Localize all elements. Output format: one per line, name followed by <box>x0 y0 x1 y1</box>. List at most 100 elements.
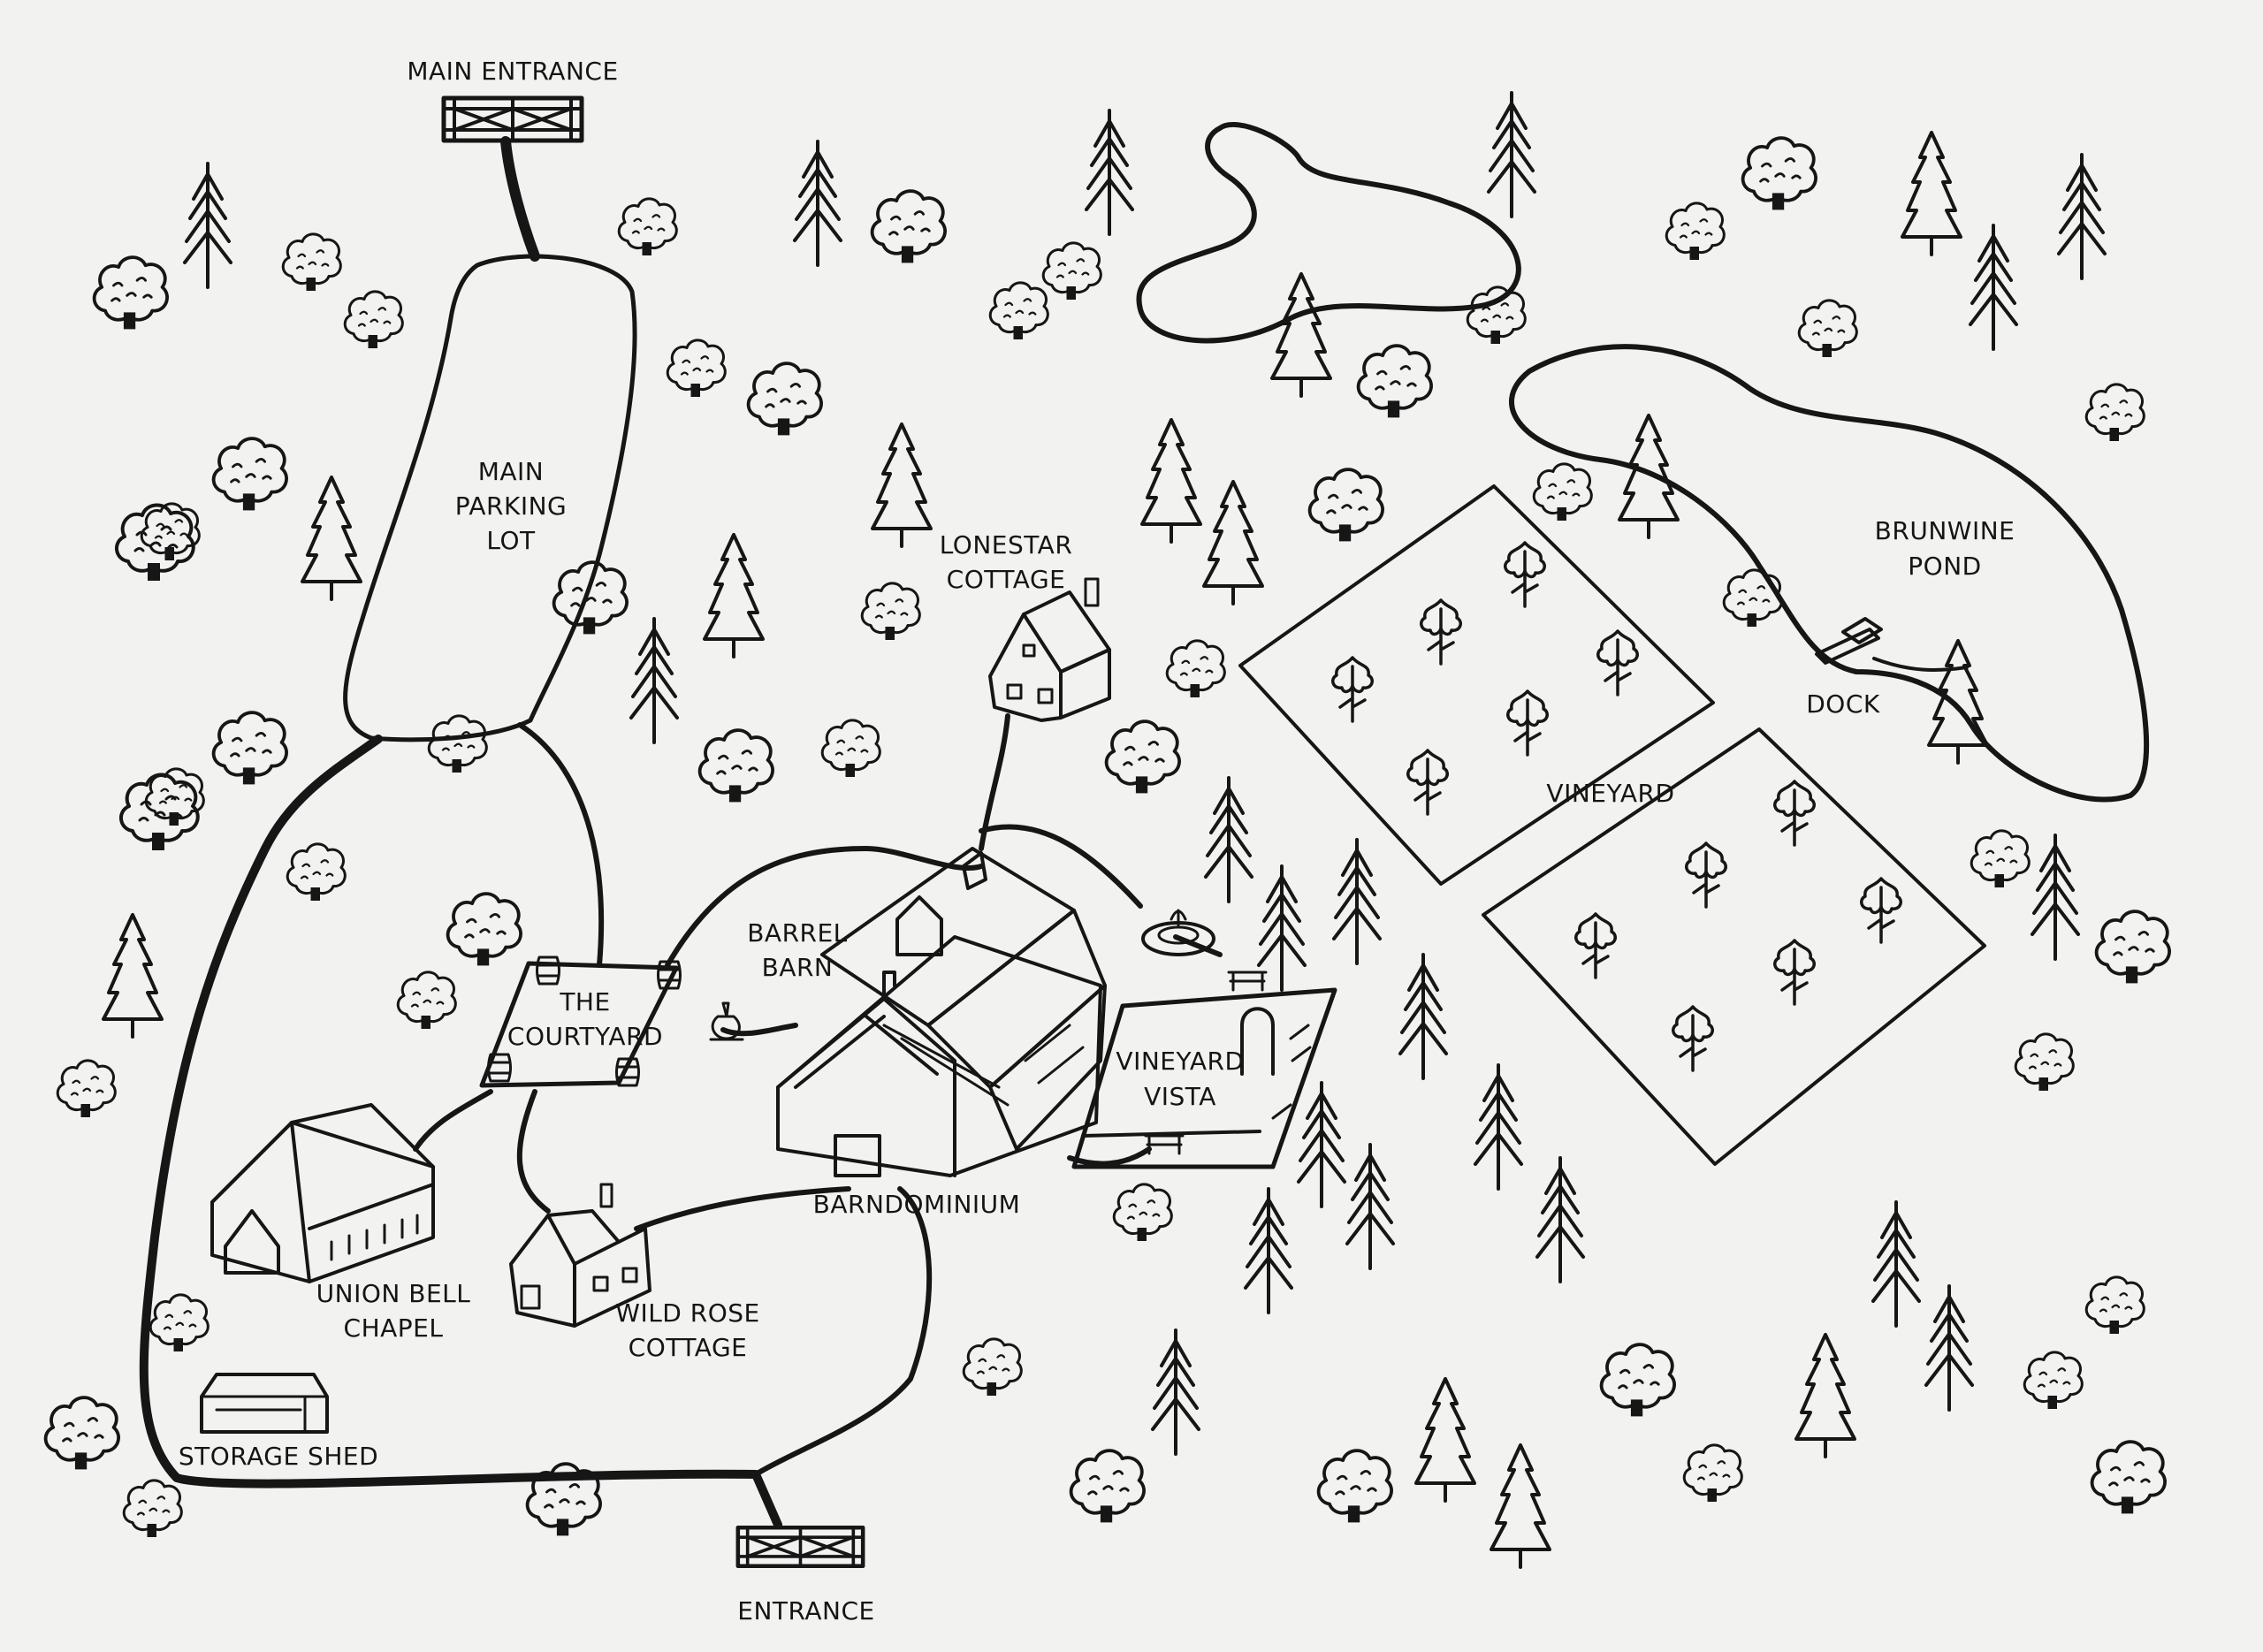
deciduous-tree-icon <box>552 560 629 636</box>
pine-tree-icon <box>1794 1333 1856 1458</box>
arch-icon <box>1240 1007 1275 1076</box>
label-main-parking-lot-3: LOT <box>486 526 536 555</box>
pine-tree-icon <box>1414 1377 1476 1503</box>
deciduous-tree-icon <box>2094 910 2171 986</box>
label-entrance: ENTRANCE <box>737 1596 874 1625</box>
grape-vine-icon <box>1671 1005 1715 1072</box>
deciduous-tree-icon <box>149 1293 210 1353</box>
pine-tree-icon <box>1535 1156 1585 1283</box>
entrance-gate-icon <box>738 1527 863 1566</box>
barndominium-building <box>776 847 1107 1177</box>
deciduous-tree-icon <box>870 189 947 265</box>
deciduous-tree-icon <box>746 362 823 438</box>
pine-tree-icon <box>793 140 842 267</box>
label-barndominium: BARNDOMINIUM <box>813 1190 1021 1219</box>
pine-tree-icon <box>1085 109 1134 236</box>
deciduous-tree-icon <box>1307 468 1384 544</box>
deciduous-tree-icon <box>1104 719 1181 796</box>
deciduous-tree-icon <box>1069 1449 1146 1525</box>
label-vineyard-vista-1: VINEYARD <box>1116 1047 1244 1076</box>
pine-tree-icon <box>2057 153 2107 280</box>
deciduous-tree-icon <box>343 290 404 350</box>
the-courtyard <box>479 955 682 1088</box>
label-barrel-barn-1: BARREL <box>747 918 848 948</box>
label-vineyard: VINEYARD <box>1546 779 1674 808</box>
label-wild-rose-cottage-1: WILD ROSE <box>615 1298 759 1328</box>
fountain-icon <box>1141 909 1215 956</box>
fir-trees <box>102 131 1989 1569</box>
grape-vine-icon <box>1505 689 1550 757</box>
label-union-bell-chapel-1: UNION BELL <box>316 1279 471 1308</box>
deciduous-tree-icon <box>396 971 457 1031</box>
pine-tree-icon <box>1332 838 1382 965</box>
pine-tree-icon <box>1297 1081 1346 1208</box>
pine-tree-icon <box>871 423 933 548</box>
label-main-parking-lot-2: PARKING <box>455 491 567 521</box>
pine-tree-icon <box>183 162 232 289</box>
pine-tree-icon <box>1490 1443 1551 1569</box>
storage-shed <box>200 1373 329 1434</box>
pine-tree-icon <box>1244 1187 1293 1314</box>
grape-vine-icon <box>1596 629 1640 697</box>
main-entrance-gate-icon <box>444 98 582 141</box>
label-brunwine-pond-2: POND <box>1908 552 1981 581</box>
union-bell-chapel <box>210 1103 435 1283</box>
pine-tree-icon <box>1618 414 1680 539</box>
label-main-entrance: MAIN ENTRANCE <box>407 57 618 86</box>
main-parking-lot <box>343 254 637 742</box>
label-dock: DOCK <box>1806 689 1880 719</box>
deciduous-tree-icon <box>2084 383 2145 443</box>
pine-tree-icon <box>1487 91 1536 218</box>
label-union-bell-chapel-2: CHAPEL <box>344 1313 444 1343</box>
paths <box>139 136 1223 1529</box>
deciduous-tree-icon <box>666 339 727 399</box>
label-storage-shed: STORAGE SHED <box>179 1442 378 1471</box>
vineyard-vista <box>1071 971 1337 1169</box>
deciduous-tree-icon <box>860 582 921 642</box>
deciduous-tree-icon <box>2090 1440 2167 1516</box>
deciduous-tree-icon <box>211 711 288 787</box>
map-labels: MAIN ENTRANCE MAIN PARKING LOT LONESTAR … <box>179 57 2015 1625</box>
label-the-courtyard-1: THE <box>559 987 610 1016</box>
grape-vine-icon <box>1772 939 1817 1006</box>
pine-tree-icon <box>1927 639 1989 765</box>
deciduous-tree-icon <box>1356 344 1433 420</box>
deciduous-tree-icon <box>617 197 678 257</box>
pine-tree-icon <box>1270 272 1332 398</box>
vineyard-plot-upper <box>1238 484 1715 886</box>
deciduous-tree-icon <box>1466 285 1527 346</box>
deciduous-tree-icon <box>286 842 347 902</box>
deciduous-tree-icon <box>2023 1351 2084 1411</box>
pine-tree-icon <box>1871 1200 1921 1328</box>
deciduous-tree-icon <box>1112 1183 1173 1243</box>
pine-tree-icon <box>1345 1143 1395 1270</box>
label-brunwine-pond-1: BRUNWINE <box>1875 516 2015 545</box>
label-main-parking-lot-1: MAIN <box>478 457 545 486</box>
grape-vine-icon <box>1684 841 1728 909</box>
pine-tree-icon <box>1204 776 1253 903</box>
deciduous-tree-icon <box>56 1059 117 1119</box>
grape-vine-icon <box>1406 749 1450 816</box>
lonestar-cottage <box>988 577 1111 722</box>
deciduous-tree-icon <box>1722 568 1783 628</box>
grape-vine-icon <box>1772 780 1817 847</box>
deciduous-tree-icon <box>1316 1449 1393 1525</box>
pine-tree-icon <box>301 476 362 601</box>
deciduous-tree-icon <box>1165 639 1226 699</box>
brunwine-pond <box>1509 344 2150 803</box>
deciduous-tree-icon <box>122 1479 183 1539</box>
dock-icon <box>1815 617 1969 672</box>
urn-icon <box>709 1001 744 1041</box>
label-lonestar-cottage-2: COTTAGE <box>947 565 1066 594</box>
pine-tree-icon <box>1901 131 1962 256</box>
pine-tree-icon <box>1474 1063 1523 1191</box>
deciduous-tree-icon <box>2014 1032 2075 1092</box>
deciduous-tree-icon <box>1741 136 1817 212</box>
brunwine-pond-upper <box>1136 121 1521 344</box>
deciduous-tree-icon <box>446 892 522 968</box>
deciduous-tree-icon <box>962 1337 1023 1397</box>
deciduous-tree-icon <box>43 1396 120 1472</box>
grape-vine-icon <box>1330 656 1375 723</box>
pine-tree-icon <box>102 913 164 1039</box>
pine-tree-icon <box>629 617 679 744</box>
